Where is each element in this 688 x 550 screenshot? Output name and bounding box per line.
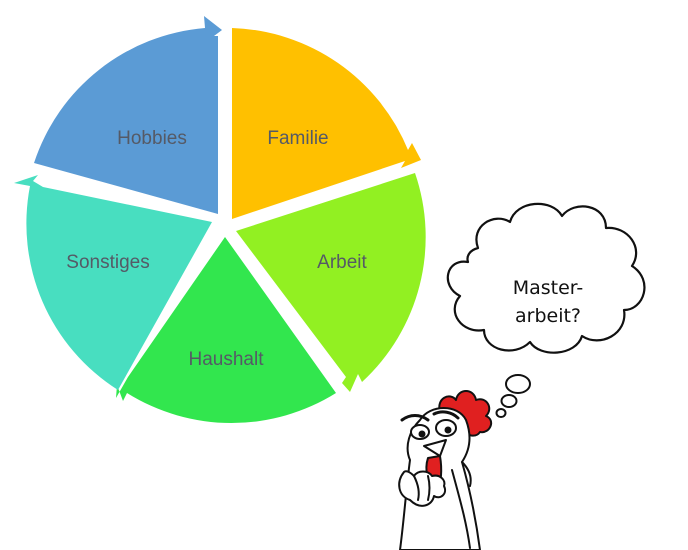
segment-haushalt: Haushalt <box>116 237 336 424</box>
thought-bubble-line2: arbeit? <box>515 305 581 327</box>
segment-arbeit-label: Arbeit <box>317 252 367 273</box>
segment-familie-shape <box>232 28 421 219</box>
segment-sonstiges: Sonstiges <box>14 175 212 390</box>
chicken-eyebrow-right <box>432 410 460 420</box>
chicken-body-lines <box>451 461 472 549</box>
segment-arbeit: Arbeit <box>236 173 426 392</box>
segment-familie: Familie <box>232 28 421 219</box>
chicken-beak <box>423 439 447 457</box>
cycle-diagram: Familie Arbeit Haushalt Sonstiges Hobbie… <box>14 16 426 424</box>
segment-hobbies-shape <box>34 16 222 214</box>
chicken-pupil-left <box>418 430 426 438</box>
segment-haushalt-shape <box>116 237 336 424</box>
thought-bubble: Master- arbeit? <box>446 202 646 418</box>
chicken-thinking-icon <box>398 390 493 550</box>
chicken-wing-lines <box>413 475 431 501</box>
segment-arbeit-shape <box>236 173 426 392</box>
segment-sonstiges-label: Sonstiges <box>66 252 149 273</box>
thought-bubble-dot-medium <box>500 394 518 408</box>
segment-hobbies: Hobbies <box>34 16 222 214</box>
segment-sonstiges-shape <box>14 175 212 390</box>
thought-bubble-dot-small <box>495 408 507 418</box>
thought-bubble-cloud <box>446 202 646 354</box>
thought-bubble-line1: Master- <box>513 277 584 299</box>
segment-familie-label: Familie <box>267 128 328 149</box>
chicken-pupil-right <box>444 426 452 434</box>
segment-hobbies-label: Hobbies <box>117 128 187 149</box>
thought-bubble-dot-large <box>505 374 531 394</box>
chicken-eyebrow-left <box>400 414 430 422</box>
segment-haushalt-label: Haushalt <box>189 349 265 370</box>
